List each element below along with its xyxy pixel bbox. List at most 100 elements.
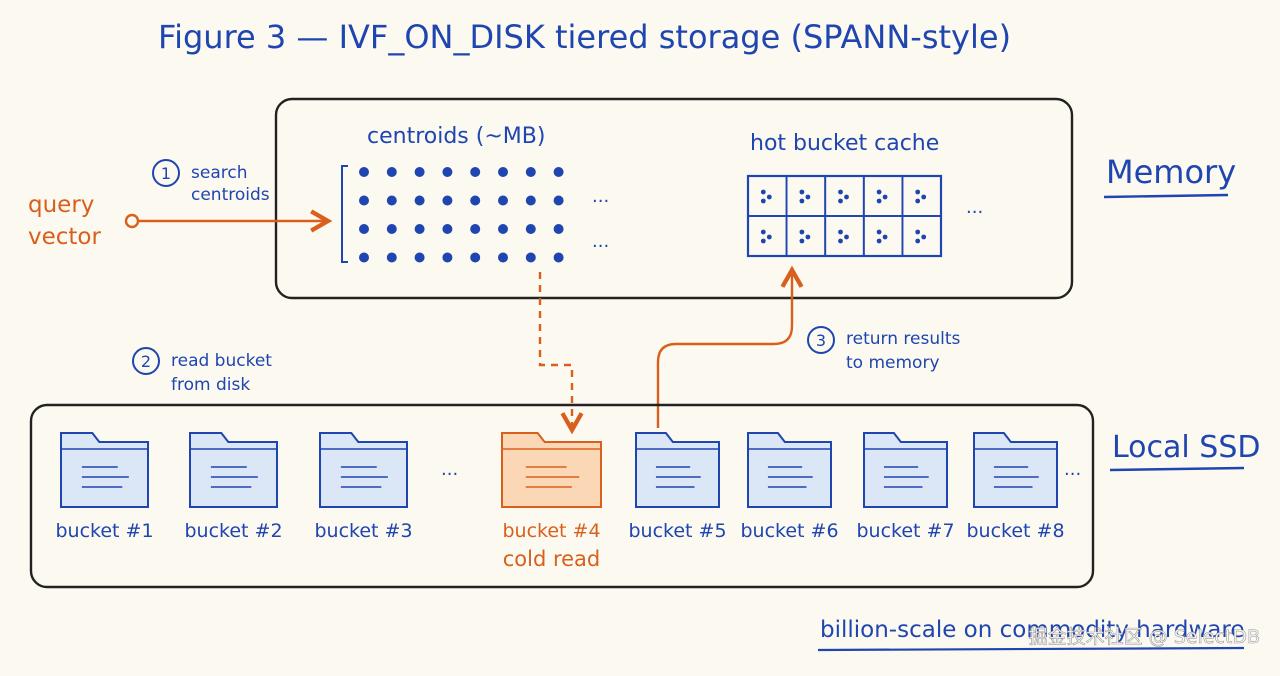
bucket-label: bucket #4 <box>502 520 600 542</box>
cache-cell <box>901 215 942 257</box>
centroids-ellipsis-row-1: ··· <box>592 191 609 212</box>
query-label-line-2: vector <box>28 224 101 250</box>
bucket-label: bucket #6 <box>740 520 838 542</box>
bucket-7: bucket #7 <box>856 432 955 542</box>
centroid-dot <box>525 167 536 177</box>
step-3-line-2: to memory <box>846 353 940 373</box>
bucket-row: bucket #1 bucket #2 bucket #3 bucket #4 cold… <box>55 432 1065 571</box>
bucket-label: bucket #5 <box>628 520 726 542</box>
centroid-dot <box>386 224 397 234</box>
centroid-dot <box>553 224 564 234</box>
figure-title: Figure 3 — IVF_ON_DISK tiered storage (S… <box>158 18 1011 56</box>
cache-cell <box>862 175 904 217</box>
centroid-dot <box>414 195 425 206</box>
centroid-dot <box>470 167 481 177</box>
query-label-line-1: query <box>28 192 94 218</box>
centroid-dot <box>414 224 425 234</box>
bucket-1: bucket #1 <box>55 432 154 542</box>
step-1-line-1: search <box>191 163 247 183</box>
return-results-arrow <box>656 265 804 428</box>
cache-label: hot bucket cache <box>750 131 939 156</box>
folder-icon <box>973 432 1058 508</box>
centroid-grid <box>359 167 564 263</box>
centroid-dot <box>525 252 536 263</box>
centroid-dot <box>359 252 369 263</box>
step-2-number: 2 <box>141 352 151 371</box>
centroid-dot <box>442 224 453 234</box>
cache-ellipsis: ··· <box>966 202 983 223</box>
step-3-number: 3 <box>816 331 826 350</box>
memory-box <box>274 97 1074 300</box>
step-1-annotation: 1 search centroids <box>152 159 270 205</box>
cache-cell <box>862 215 904 257</box>
centroid-dot <box>442 195 453 206</box>
footer-note: billion-scale on commodity hardware <box>820 617 1245 643</box>
centroid-dot <box>525 195 536 206</box>
centroid-dot <box>359 195 369 206</box>
centroid-dot <box>386 195 397 206</box>
centroids-label: centroids (~MB) <box>367 124 545 149</box>
bucket-4: bucket #4 cold read <box>501 432 602 571</box>
step-3-line-1: return results <box>846 329 960 349</box>
centroid-dot <box>386 252 397 263</box>
centroid-dot <box>553 167 564 177</box>
centroids-bracket <box>341 165 348 263</box>
ssd-box <box>29 403 1095 589</box>
folder-icon <box>319 432 408 508</box>
folder-icon <box>635 432 720 508</box>
bucket-ellipsis-end: ··· <box>1064 464 1081 485</box>
cache-cell <box>824 215 865 257</box>
memory-underline <box>1103 193 1229 199</box>
bucket-label: bucket #2 <box>184 520 282 542</box>
centroid-dot <box>359 224 369 234</box>
centroid-dot <box>553 195 564 206</box>
folder-icon <box>501 432 602 508</box>
cache-cell <box>785 215 827 257</box>
hot-bucket-cache-grid <box>746 174 943 258</box>
centroid-dot <box>470 224 481 234</box>
bucket-label: bucket #7 <box>856 520 954 542</box>
watermark: 掘金技术社区 @ SelectDB <box>1029 626 1260 648</box>
ssd-underline <box>1109 466 1245 472</box>
folder-icon <box>863 432 948 508</box>
centroid-dot <box>470 252 481 263</box>
centroid-dot <box>498 167 508 177</box>
footer-underline <box>817 646 1245 652</box>
folder-icon <box>747 432 832 508</box>
bucket-3: bucket #3 <box>314 432 413 542</box>
centroid-dot <box>498 252 508 263</box>
bucket-label: bucket #1 <box>55 520 153 542</box>
memory-label: Memory <box>1106 153 1236 191</box>
bucket-label: bucket #8 <box>966 520 1064 542</box>
centroid-dot <box>414 167 425 177</box>
bucket-label: bucket #3 <box>314 520 412 542</box>
bucket-6: bucket #6 <box>740 432 839 542</box>
centroid-dot <box>498 224 508 234</box>
step-2-line-2: from disk <box>171 375 250 395</box>
cache-cell <box>824 175 865 217</box>
centroid-dot <box>414 252 425 263</box>
cache-cell <box>901 175 942 217</box>
centroid-dot <box>442 167 453 177</box>
centroid-dot <box>470 195 481 206</box>
bucket-ellipsis-middle: ··· <box>441 464 458 485</box>
query-origin-dot <box>124 213 140 229</box>
step-1-number: 1 <box>161 164 171 183</box>
centroid-dot <box>386 167 397 177</box>
folder-icon <box>189 432 278 508</box>
cache-cell <box>785 175 827 217</box>
ssd-label: Local SSD <box>1112 430 1260 465</box>
bucket-8: bucket #8 <box>966 432 1065 542</box>
step-2-line-1: read bucket <box>171 351 272 371</box>
step-1-line-2: centroids <box>191 185 270 205</box>
read-bucket-arrow <box>538 272 584 435</box>
cache-cell <box>747 215 788 257</box>
step-3-annotation: 3 return results to memory <box>807 326 960 373</box>
centroid-dot <box>442 252 453 263</box>
cold-read-label: cold read <box>503 547 601 571</box>
step-2-annotation: 2 read bucket from disk <box>132 347 272 395</box>
cache-cell <box>747 175 788 217</box>
bucket-2: bucket #2 <box>184 432 283 542</box>
folder-icon <box>60 432 149 508</box>
